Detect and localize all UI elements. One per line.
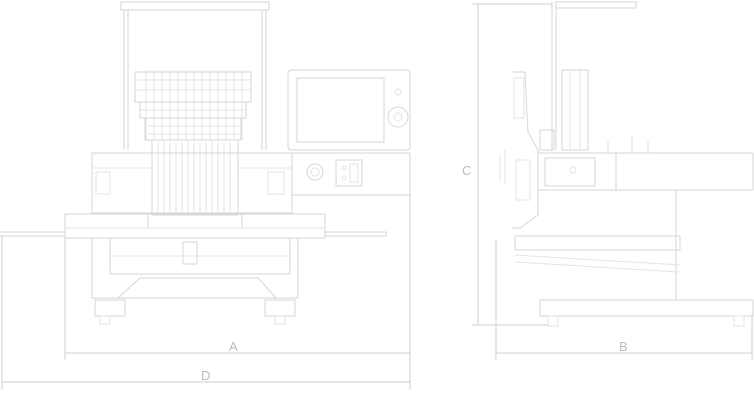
thread-guides: [145, 70, 243, 140]
side-arm: [514, 189, 681, 300]
side-view: C B: [462, 1, 754, 360]
machine-stand: [91, 237, 299, 325]
side-head: [499, 71, 555, 229]
side-base: [539, 299, 754, 327]
dimension-a-label: A: [229, 339, 238, 354]
control-panel: [287, 69, 411, 151]
thread-tension-assembly: [134, 70, 252, 141]
dimension-c-label: C: [462, 163, 471, 178]
dimension-c: C: [462, 3, 552, 326]
hoop-frame: [109, 237, 291, 275]
dimension-d-label: D: [201, 368, 210, 383]
dimension-d: D: [1, 236, 410, 390]
dimension-b-label: B: [619, 339, 628, 354]
thread-stand: [120, 1, 270, 150]
embroidery-table: [0, 213, 387, 239]
dimension-b: B: [495, 240, 753, 360]
needle-case: [147, 139, 243, 229]
machine-body: [91, 152, 411, 214]
side-thread-stand: [551, 1, 637, 150]
front-view: A D: [0, 1, 411, 390]
dimension-a: A: [64, 195, 411, 390]
operation-switches: [306, 159, 363, 187]
side-tension-post: [561, 69, 589, 151]
